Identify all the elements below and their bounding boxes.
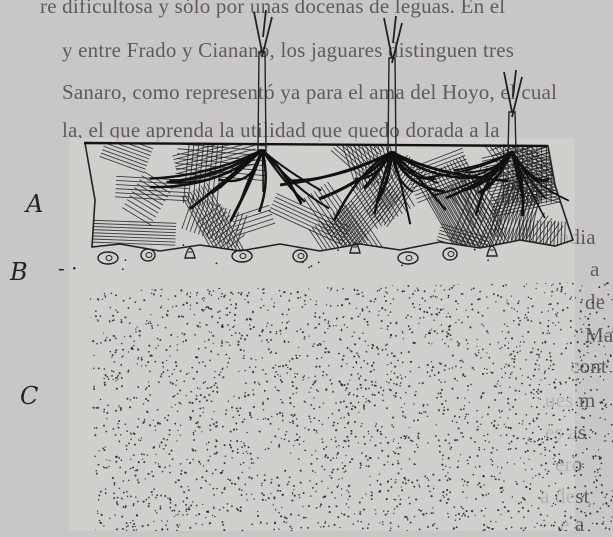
b-marker: - · — [58, 256, 77, 280]
layer-label-a: A — [26, 190, 43, 218]
layer-label-c: C — [20, 382, 38, 410]
layer-label-b: B — [10, 258, 28, 286]
